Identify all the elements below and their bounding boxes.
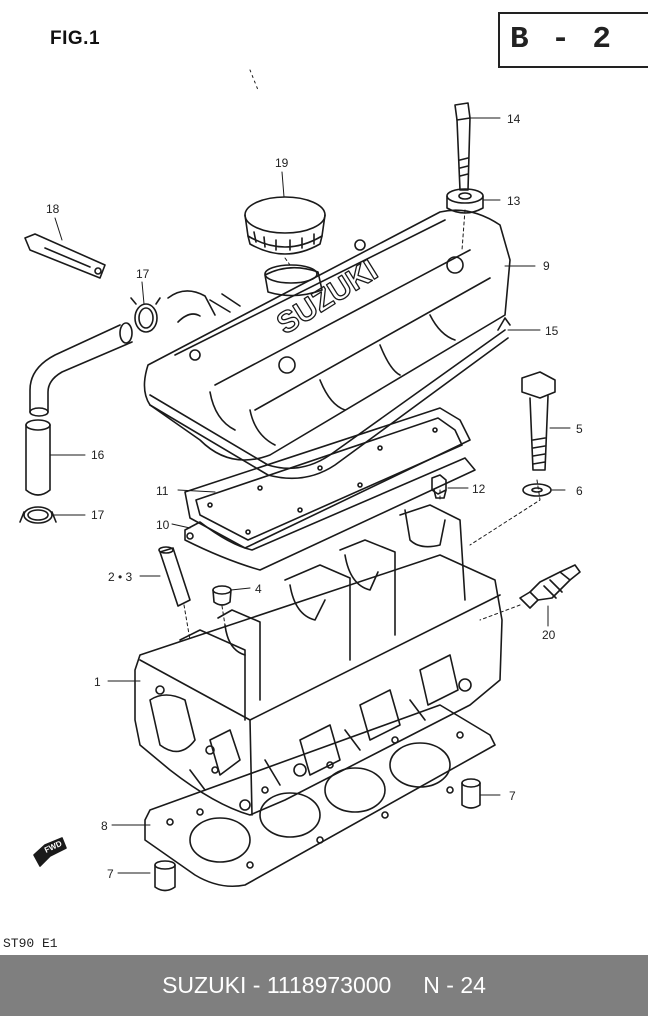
bolt-14 <box>454 102 471 191</box>
callout-6: 6 <box>576 484 583 498</box>
callout-7-right: 7 <box>509 789 516 803</box>
callout-2-3: 2 • 3 <box>108 570 133 584</box>
callout-13: 13 <box>507 194 521 208</box>
gasket-11 <box>184 407 471 549</box>
footer-text: SUZUKI - 1118973000 N - 24 <box>162 972 486 998</box>
model-code: ST90 E1 <box>3 936 58 951</box>
bracket-18 <box>24 233 106 279</box>
callout-9: 9 <box>543 259 550 273</box>
dowel-pin-7-right <box>461 778 481 809</box>
seal-4 <box>212 585 232 606</box>
callout-4: 4 <box>255 582 262 596</box>
washer-6 <box>522 483 552 497</box>
callout-18: 18 <box>46 202 60 216</box>
callout-8: 8 <box>101 819 108 833</box>
dowel-pin-7-left <box>154 860 176 892</box>
grommet-13 <box>446 188 484 214</box>
cylinder-head-cover-9 <box>143 209 511 480</box>
cylinder-head-1 <box>134 504 503 816</box>
spark-plug-20 <box>519 564 581 609</box>
callout-12: 12 <box>472 482 486 496</box>
fwd-arrow-icon: FWD <box>33 837 67 867</box>
callout-10: 10 <box>156 518 170 532</box>
callout-1: 1 <box>94 675 101 689</box>
leader-lines <box>49 69 571 874</box>
parts-diagram: SUZUKI <box>19 69 581 892</box>
callout-17-lower: 17 <box>91 508 105 522</box>
footer-bar: SUZUKI - 1118973000 N - 24 <box>0 955 648 1016</box>
gasket-10 <box>184 457 476 571</box>
callout-7-left: 7 <box>107 867 114 881</box>
callout-14: 14 <box>507 112 521 126</box>
cover-brand: SUZUKI <box>271 254 383 341</box>
oil-cap-19 <box>244 196 326 255</box>
cover-gasket-15 <box>497 317 511 331</box>
callout-5: 5 <box>576 422 583 436</box>
valve-guide-2-3 <box>158 546 191 607</box>
callout-16: 16 <box>91 448 105 462</box>
callout-19: 19 <box>275 156 289 170</box>
page-code: B - 2 <box>510 22 614 57</box>
callout-20: 20 <box>542 628 556 642</box>
callout-11: 11 <box>156 484 169 498</box>
pcv-hose-16 <box>25 322 133 496</box>
hose-clamp-17-upper <box>130 297 161 333</box>
hose-clamp-17-lower <box>19 506 57 524</box>
head-gasket-8 <box>144 704 496 888</box>
callout-17-upper: 17 <box>136 267 150 281</box>
callout-15: 15 <box>545 324 559 338</box>
bolt-5 <box>521 371 556 471</box>
fig-title: FIG.1 <box>50 28 101 49</box>
page-code-box <box>498 12 648 68</box>
